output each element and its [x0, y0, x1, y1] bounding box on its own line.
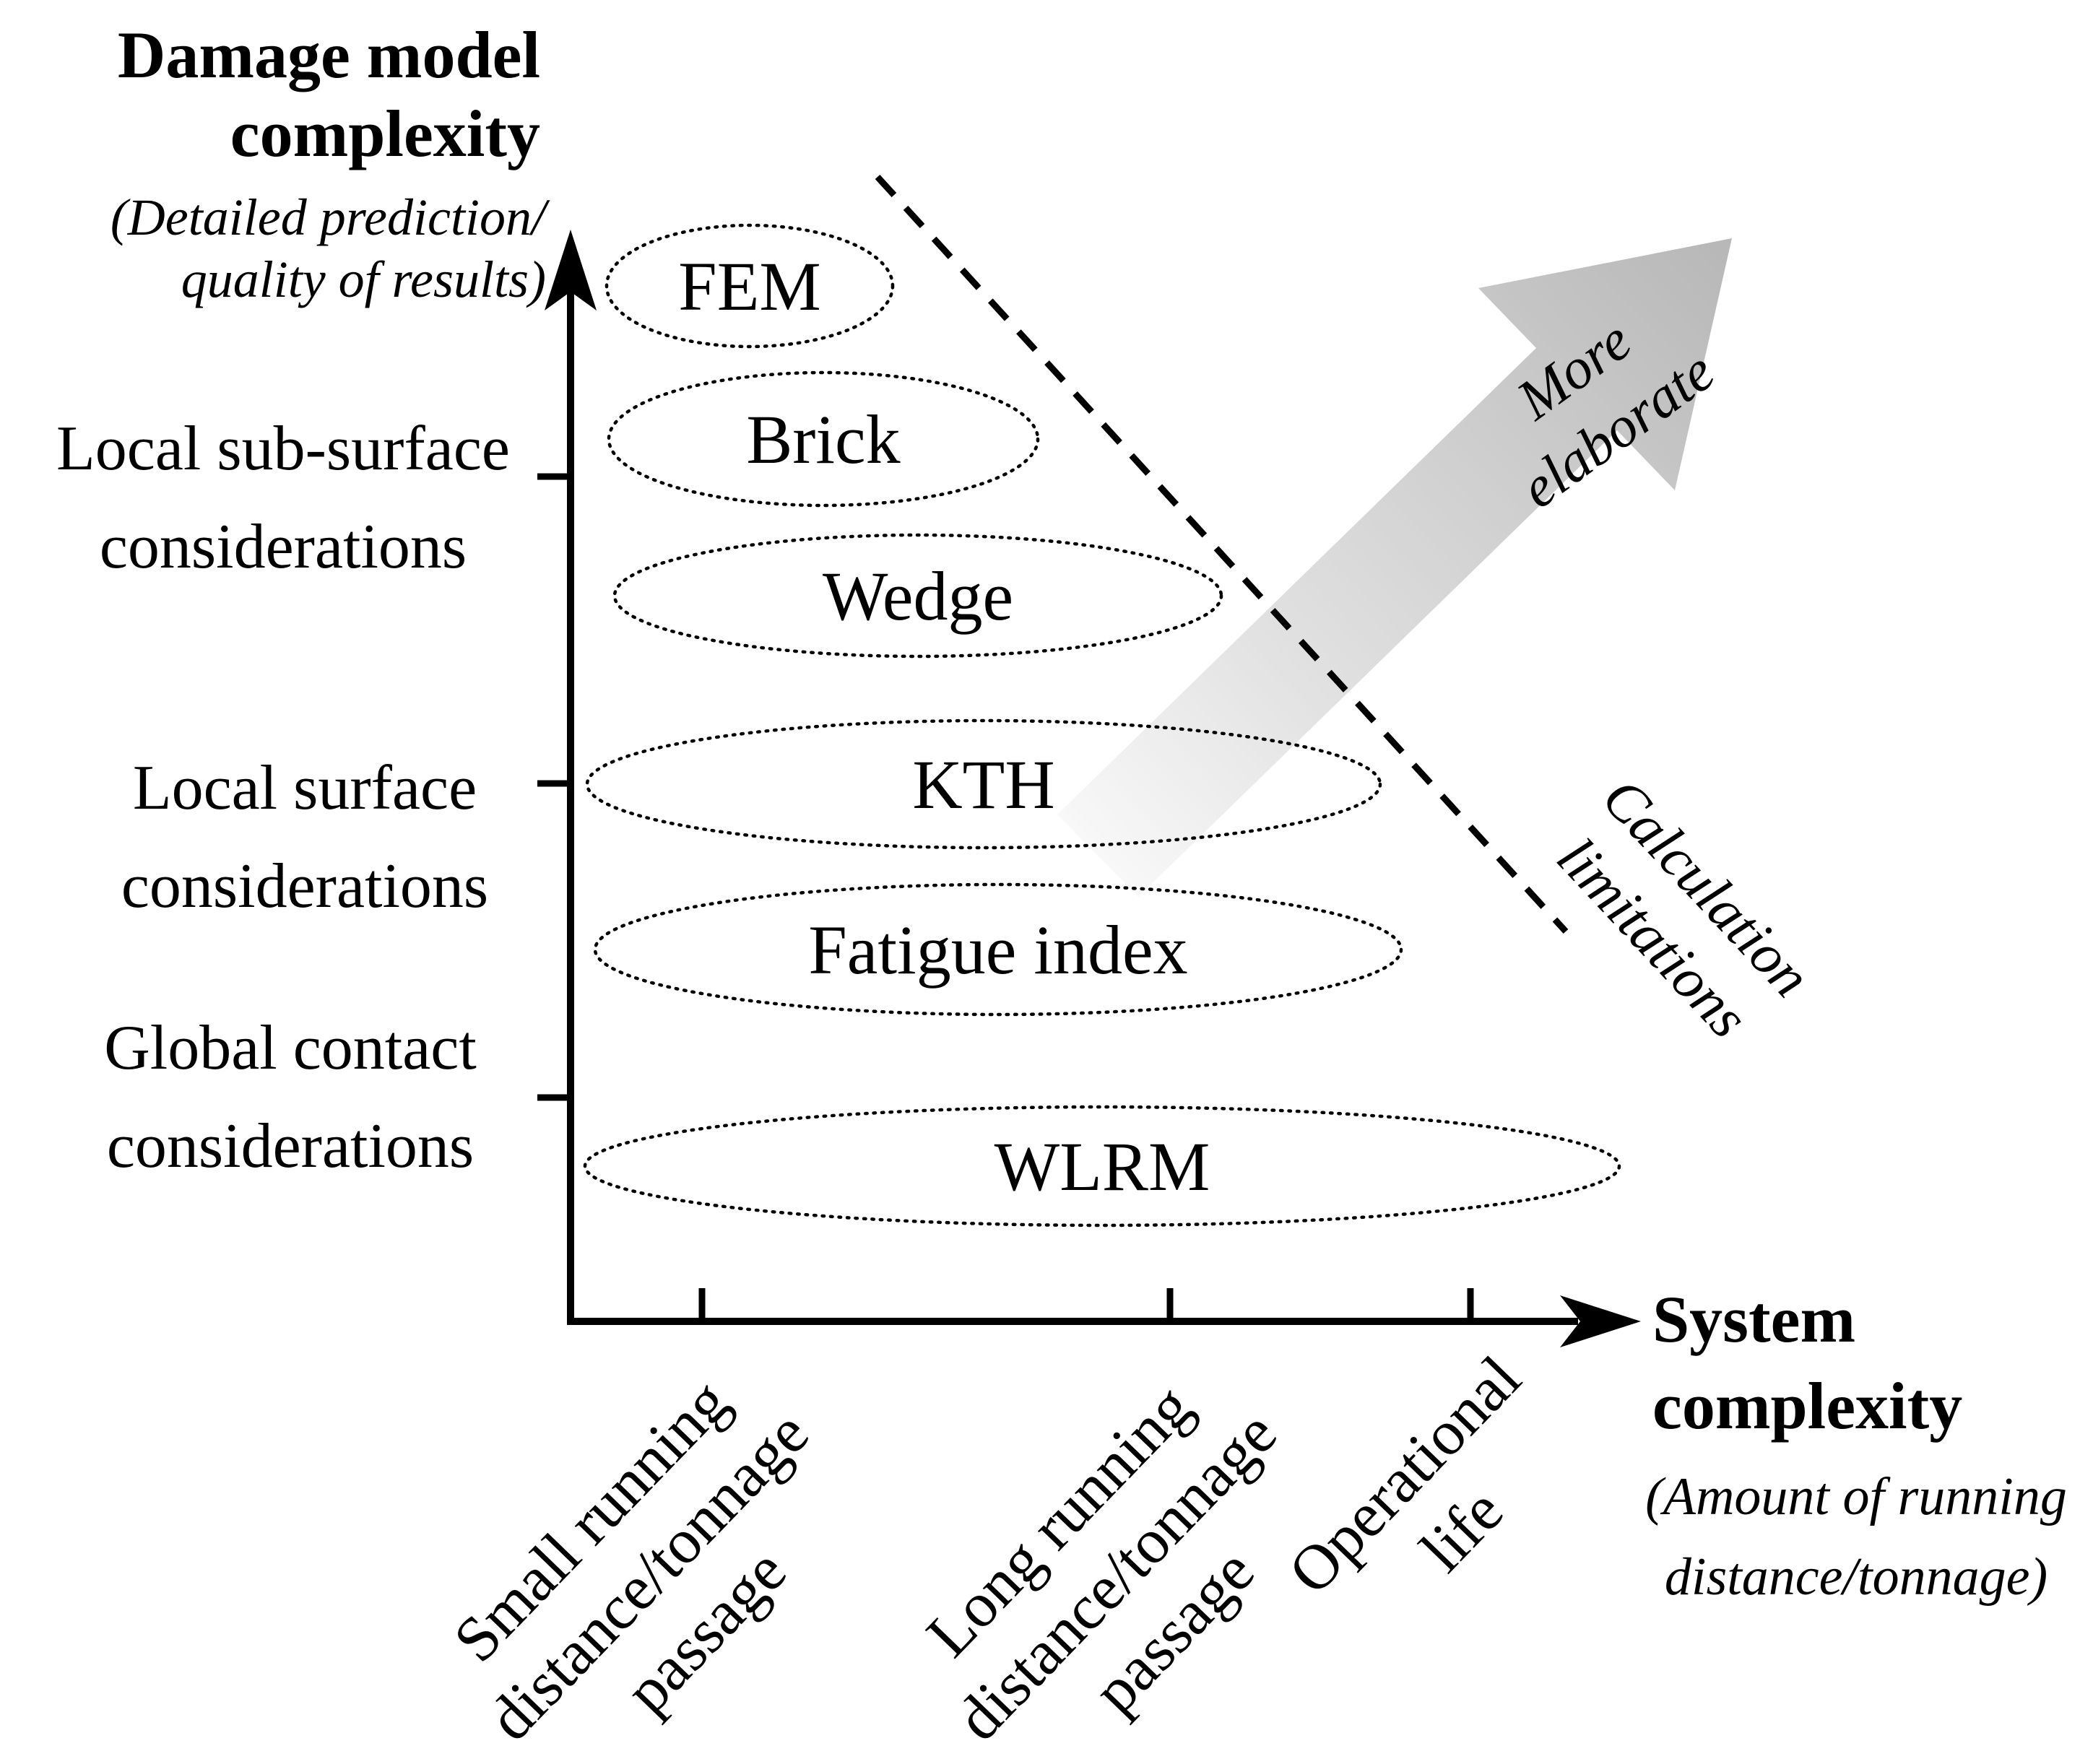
brick-ellipse-outline — [607, 370, 1040, 508]
x-axis-title-line2: complexity — [1652, 1368, 1963, 1443]
fem-ellipse-label: FEM — [678, 247, 821, 325]
more-elaborate-arrow — [1057, 238, 1732, 897]
wedge-ellipse-outline — [612, 533, 1223, 659]
y-tick-label-line: considerations — [106, 1111, 474, 1182]
x-axis-subtitle-line2: distance/tonnage) — [1664, 1547, 2048, 1607]
y-axis-title-line1: Damage model — [117, 18, 540, 92]
x-axis-arrowhead — [1560, 1295, 1641, 1347]
wlrm-ellipse-outline — [583, 1105, 1621, 1228]
x-axis-title-line1: System — [1652, 1282, 1856, 1356]
y-axis-title: Damage model complexity — [0, 16, 540, 173]
wedge-ellipse-label: Wedge — [822, 557, 1014, 635]
x-axis-title: System complexity — [1652, 1277, 2093, 1449]
fem-ellipse-outline — [604, 223, 895, 349]
y-tick-label-local-surface: Local surface considerations — [43, 739, 566, 937]
fatigue-index-ellipse-label: Fatigue index — [808, 911, 1188, 989]
calculation-limit-dashed-line — [875, 174, 1569, 934]
kth-ellipse-label: KTH — [912, 745, 1055, 823]
wlrm-ellipse-label: WLRM — [994, 1127, 1210, 1205]
y-tick-label-local-sub-surface: Local sub-surface considerations — [14, 400, 552, 597]
y-axis-subtitle-line2: quality of results) — [181, 251, 546, 309]
y-axis-subtitle: (Detailed prediction/ quality of results… — [0, 186, 546, 311]
kth-ellipse-outline — [585, 718, 1382, 850]
y-tick-label-line: Local surface — [132, 753, 477, 823]
y-axis-title-line2: complexity — [230, 96, 540, 170]
y-tick-label-line: Global contact — [104, 1013, 477, 1083]
y-tick-label-line: considerations — [121, 851, 489, 922]
x-axis-subtitle-line1: (Amount of running — [1645, 1467, 2067, 1526]
x-axis-subtitle: (Amount of running distance/tonnage) — [1634, 1457, 2079, 1617]
brick-ellipse-label: Brick — [746, 400, 901, 478]
fatigue-index-ellipse-outline — [593, 882, 1403, 1017]
y-axis-arrowhead — [545, 230, 597, 310]
y-tick-label-line: considerations — [99, 512, 467, 583]
y-tick-label-global-contact: Global contact considerations — [22, 999, 559, 1196]
y-axis-subtitle-line1: (Detailed prediction/ — [110, 188, 546, 246]
y-tick-label-line: Local sub-surface — [56, 414, 510, 484]
